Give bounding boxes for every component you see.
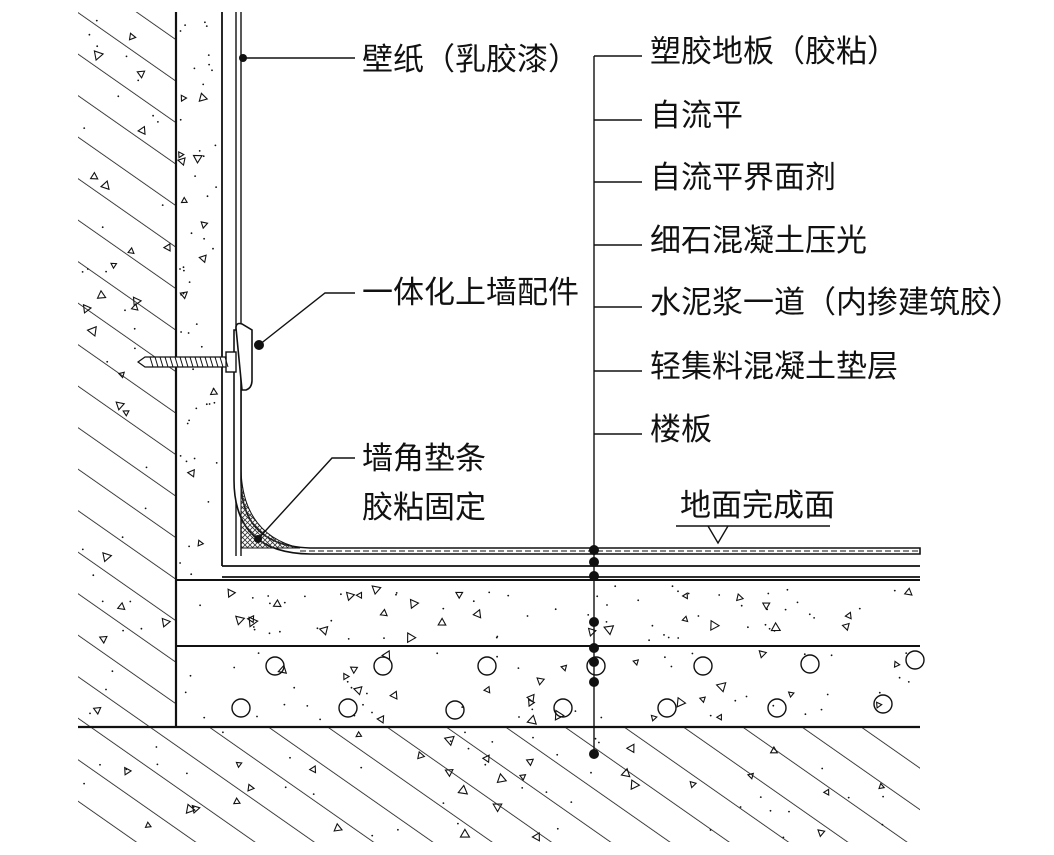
finish-level-mark [676, 525, 830, 545]
wall-leaders [239, 54, 355, 543]
label-wall-fitting: 一体化上墙配件 [362, 275, 579, 311]
label-corner-strip-line1: 墙角垫条 [362, 441, 486, 477]
structural-wall [78, 12, 178, 727]
label-self-leveling: 自流平 [650, 98, 743, 134]
floor-slab-section [78, 725, 920, 842]
fine-concrete-layer [176, 585, 920, 647]
label-cement-slurry: 水泥浆一道（内掺建筑胶） [650, 285, 1022, 321]
layer-leader [589, 55, 642, 759]
label-plastic-floor: 塑胶地板（胶粘） [650, 34, 898, 70]
wall-plaster-layer [176, 12, 920, 581]
wall-fitting-screw [136, 322, 253, 391]
label-fine-concrete: 细石混凝土压光 [650, 223, 867, 259]
label-finish-level: 地面完成面 [680, 488, 835, 524]
plastic-floor-cove [233, 329, 921, 555]
lightweight-concrete-layer [184, 649, 925, 725]
label-floor-slab: 楼板 [650, 412, 712, 448]
label-corner-strip-line2: 胶粘固定 [362, 490, 486, 526]
label-interface-agent: 自流平界面剂 [650, 160, 836, 196]
label-lightweight-concrete: 轻集料混凝土垫层 [650, 349, 898, 385]
label-wallpaper: 壁纸（乳胶漆） [362, 42, 579, 78]
